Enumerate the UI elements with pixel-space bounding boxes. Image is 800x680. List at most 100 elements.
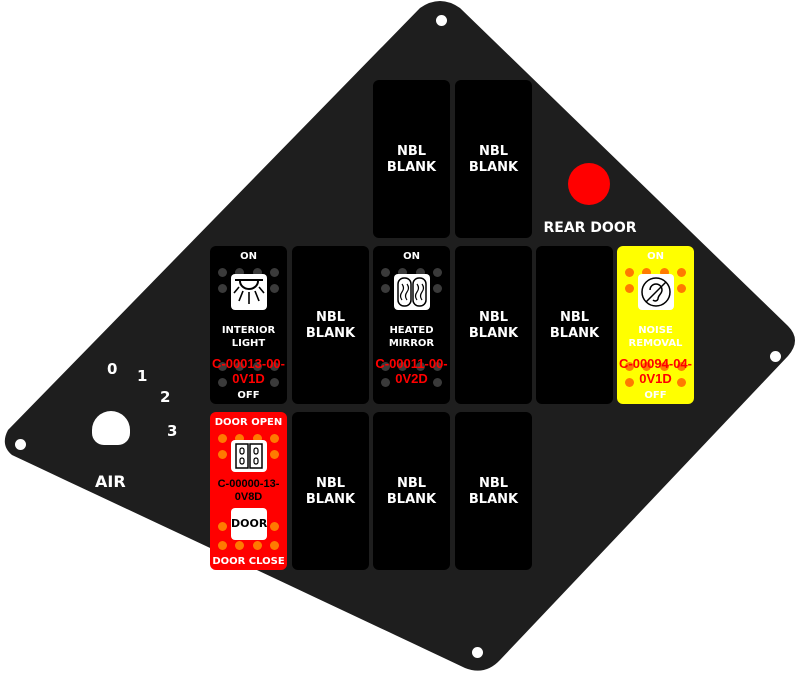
led-dot bbox=[676, 268, 686, 277]
air-knob[interactable] bbox=[92, 411, 130, 445]
knob-position-3: 3 bbox=[167, 422, 178, 440]
mounting-hole bbox=[472, 647, 483, 658]
switch-group bbox=[625, 362, 686, 371]
switch-group: C-00013-00-0V1D bbox=[200, 356, 297, 386]
led-dot bbox=[398, 268, 408, 277]
door-switch[interactable]: DOOR OPEN C-00000-13-0V8D DOOR DOOR CLOS… bbox=[210, 412, 287, 570]
led-dot bbox=[676, 378, 686, 387]
blank-line1: NBL bbox=[396, 144, 427, 159]
off-label: OFF bbox=[237, 390, 260, 401]
led-dot bbox=[676, 284, 686, 293]
knob-position-2: 2 bbox=[160, 388, 171, 406]
switch-group bbox=[381, 378, 442, 387]
part-code-suffix: 0V8D bbox=[234, 491, 263, 503]
led-dot bbox=[381, 378, 390, 387]
led-dot bbox=[218, 268, 227, 277]
led-dot bbox=[625, 284, 634, 293]
led-dot bbox=[269, 434, 279, 443]
name-line1: HEATED bbox=[389, 325, 434, 336]
blank-line1: NBL bbox=[559, 310, 590, 325]
led-dot bbox=[676, 362, 686, 371]
switch-group bbox=[218, 284, 279, 293]
hearing-off-icon bbox=[638, 274, 674, 310]
switch-group bbox=[625, 284, 686, 293]
led-dot bbox=[235, 362, 245, 371]
blank-line1: NBL bbox=[396, 476, 427, 491]
knob-position-0: 0 bbox=[107, 360, 118, 378]
rear-door-label: REAR DOOR bbox=[543, 220, 637, 236]
led-dot bbox=[235, 268, 245, 277]
off-label: OFF bbox=[644, 390, 667, 401]
led-dot bbox=[625, 268, 634, 277]
switch-group bbox=[381, 362, 442, 371]
door-button-label: DOOR bbox=[231, 508, 267, 540]
on-label: ON bbox=[403, 251, 420, 262]
led-dot bbox=[659, 362, 669, 371]
led-dot bbox=[659, 268, 669, 277]
led-dot bbox=[218, 434, 227, 443]
part-code-suffix: 0V1D bbox=[232, 371, 265, 386]
led-dot bbox=[432, 378, 442, 387]
blank-line2: BLANK bbox=[386, 160, 437, 175]
switch-group bbox=[218, 541, 279, 550]
led-dot bbox=[269, 362, 279, 371]
on-label: ON bbox=[240, 251, 257, 262]
blank-line1: NBL bbox=[478, 476, 509, 491]
name-line2: LIGHT bbox=[231, 338, 266, 349]
switch-group: C-00000-13-0V8D bbox=[200, 478, 297, 504]
led-dot bbox=[625, 378, 634, 387]
door-icon bbox=[231, 440, 267, 472]
part-code: C-00011-00- bbox=[375, 356, 448, 371]
led-dot bbox=[381, 268, 390, 277]
rear-door-indicator[interactable] bbox=[568, 163, 610, 205]
led-dot bbox=[432, 362, 442, 371]
door-close-label: DOOR CLOSE bbox=[212, 556, 285, 567]
switch-group bbox=[381, 268, 442, 277]
led-dot bbox=[218, 522, 227, 531]
mounting-hole bbox=[770, 351, 781, 362]
switch-group: C-00094-04-0V1D bbox=[607, 356, 704, 386]
blank-line2: BLANK bbox=[549, 326, 600, 341]
on-label: ON bbox=[647, 251, 664, 262]
blank-line1: NBL bbox=[478, 144, 509, 159]
name-line1: INTERIOR bbox=[221, 325, 276, 336]
led-dot bbox=[218, 541, 227, 550]
led-dot bbox=[235, 541, 245, 550]
part-code-suffix: 0V1D bbox=[639, 371, 672, 386]
led-dot bbox=[252, 362, 262, 371]
knob-position-1: 1 bbox=[137, 367, 148, 385]
led-dot bbox=[269, 450, 279, 459]
switch-group bbox=[218, 522, 279, 531]
blank-line2: BLANK bbox=[305, 326, 356, 341]
switch-group bbox=[218, 268, 279, 277]
led-dot bbox=[218, 450, 227, 459]
blank-line2: BLANK bbox=[468, 326, 519, 341]
led-dot bbox=[252, 541, 262, 550]
mounting-hole bbox=[15, 439, 26, 450]
switch-group: C-00011-00-0V2D bbox=[363, 356, 460, 386]
blank-line2: BLANK bbox=[386, 492, 437, 507]
blank-line2: BLANK bbox=[468, 160, 519, 175]
heated-mirror-icon bbox=[394, 274, 430, 310]
led-dot bbox=[415, 268, 425, 277]
switch-group bbox=[625, 378, 686, 387]
switch-group: INTERIOR LIGHT bbox=[210, 324, 287, 350]
